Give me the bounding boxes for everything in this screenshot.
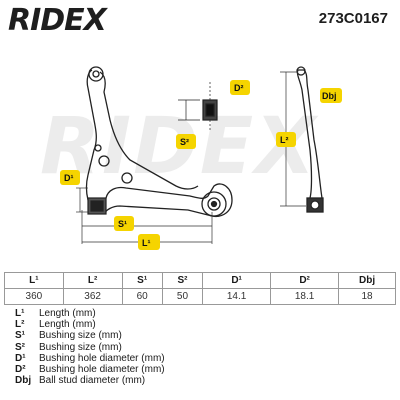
value-cell: 18 — [338, 288, 396, 305]
header-cell: D² — [270, 272, 340, 289]
header-cell: D¹ — [202, 272, 272, 289]
label-d1: D¹ — [64, 173, 74, 183]
legend-item: D² Bushing hole diameter (mm) — [15, 364, 165, 375]
badge-d2: D² — [230, 80, 250, 95]
legend: L¹ Length (mm) L² Length (mm) S¹ Bushing si… — [15, 308, 165, 386]
header-cell: S² — [161, 272, 204, 289]
legend-item: Dbj Ball stud diameter (mm) — [15, 375, 165, 386]
legend-text: Ball stud diameter (mm) — [39, 375, 146, 387]
label-dbj: Dbj — [322, 91, 337, 101]
value-cell: 60 — [121, 288, 163, 305]
legend-text: Length (mm) — [39, 319, 96, 331]
control-arm-shape — [85, 66, 233, 218]
badge-s2: S² — [176, 134, 196, 149]
badge-d1: D¹ — [60, 170, 80, 185]
badge-l2: L² — [276, 132, 296, 147]
label-l1: L¹ — [142, 238, 151, 248]
label-s1: S¹ — [118, 219, 127, 229]
value-cell: 360 — [4, 288, 64, 305]
legend-item: L¹ Length (mm) — [15, 308, 165, 319]
legend-text: Bushing size (mm) — [39, 341, 122, 353]
header-cell: L¹ — [4, 272, 64, 289]
part-number: 273C0167 — [318, 10, 388, 27]
ridex-logo: RIDEX — [8, 3, 107, 38]
front-bushing — [87, 197, 107, 215]
legend-text: Bushing hole diameter (mm) — [39, 364, 165, 376]
badge-s1: S¹ — [114, 216, 134, 231]
legend-item: D¹ Bushing hole diameter (mm) — [15, 353, 165, 364]
legend-code: S² — [15, 341, 25, 353]
value-cell: 18.1 — [270, 288, 340, 305]
header-cell: Dbj — [338, 272, 396, 289]
legend-text: Bushing size (mm) — [39, 330, 122, 342]
badge-l1: L¹ — [138, 234, 160, 250]
header-cell: L² — [62, 272, 123, 289]
value-cell: 50 — [161, 288, 204, 305]
legend-item: S² Bushing size (mm) — [15, 342, 165, 353]
legend-text: Length (mm) — [39, 308, 96, 319]
value-cell: 14.1 — [202, 288, 272, 305]
legend-item: S¹ Bushing size (mm) — [15, 330, 165, 341]
specs-table: L¹ L² S¹ S² D¹ D² Dbj 360 362 60 50 14.1… — [4, 272, 396, 305]
legend-code: S¹ — [15, 330, 25, 342]
control-arm-drawing: L¹ S¹ D¹ S² D² L² Dbj — [60, 66, 342, 250]
header-cell: S¹ — [121, 272, 163, 289]
dimension-lines — [76, 71, 306, 244]
badge-dbj: Dbj — [320, 88, 342, 103]
value-cell: 362 — [62, 288, 123, 305]
header: RIDEX 273C0167 — [0, 0, 400, 38]
legend-code: Dbj — [15, 375, 32, 387]
legend-code: D² — [15, 364, 26, 376]
side-view-shape — [296, 66, 324, 213]
specs-header-row: L¹ L² S¹ S² D¹ D² Dbj — [4, 272, 396, 289]
legend-item: L² Length (mm) — [15, 319, 165, 330]
label-d2: D² — [234, 83, 244, 93]
legend-code: L¹ — [15, 308, 25, 319]
label-l2: L² — [280, 135, 289, 145]
legend-code: D¹ — [15, 352, 26, 364]
label-s2: S² — [180, 137, 189, 147]
legend-code: L² — [15, 319, 25, 331]
bushing-detail — [178, 82, 218, 130]
legend-text: Bushing hole diameter (mm) — [39, 352, 165, 364]
specs-value-row: 360 362 60 50 14.1 18.1 18 — [4, 288, 396, 305]
